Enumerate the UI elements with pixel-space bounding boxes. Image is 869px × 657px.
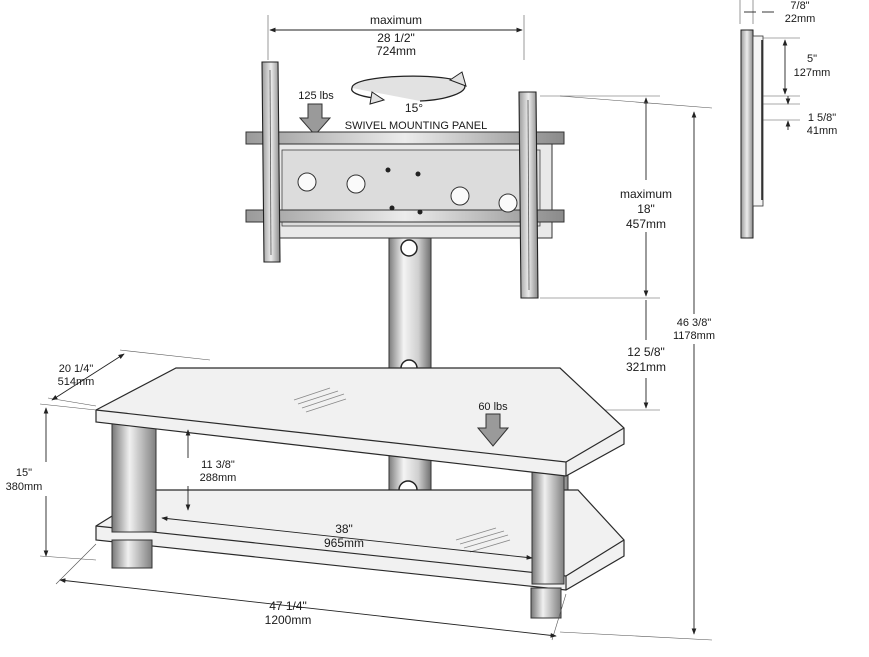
- total-width-mm: 1200mm: [265, 613, 312, 627]
- total-width-dimension: 47 1/4" 1200mm: [55, 543, 567, 641]
- shelf-gap-mm: 288mm: [200, 472, 237, 484]
- max-width-dimension: maximum 28 1/2" 724mm: [267, 13, 525, 60]
- total-height-mm: 1178mm: [673, 330, 715, 342]
- rotate-arrows-icon: [351, 71, 467, 105]
- inner-width-mm: 965mm: [324, 536, 364, 550]
- depth-mm: 514mm: [58, 376, 95, 388]
- shelf-height-dimension: 15" 380mm: [6, 403, 97, 561]
- total-width-inches: 47 1/4": [269, 599, 307, 613]
- offset-mm: 41mm: [807, 125, 838, 137]
- swivel-caption: SWIVEL MOUNTING PANEL: [345, 120, 487, 132]
- shelf-gap-inches: 11 3/8": [201, 459, 235, 471]
- depth-inches: 20 1/4": [59, 363, 94, 375]
- max-height-dimension: maximum 18" 457mm: [540, 95, 672, 299]
- total-height-inches: 46 3/8": [677, 317, 712, 329]
- hole-spacing-mm: 127mm: [794, 67, 831, 79]
- max-height-inches: 18": [637, 202, 655, 216]
- max-width-title: maximum: [370, 13, 422, 27]
- side-profile-bracket: 7/8" 22mm 5" 127mm 1 5/8" 41mm: [739, 0, 838, 239]
- side-depth-mm: 22mm: [785, 13, 816, 25]
- side-depth-inches: 7/8": [790, 0, 809, 12]
- max-width-inches: 28 1/2": [377, 31, 415, 45]
- down-arrow-icon: [476, 413, 510, 447]
- shelf-height-mm: 380mm: [6, 481, 43, 493]
- offset-inches: 1 5/8": [808, 112, 836, 124]
- shelf-height-inches: 15": [16, 467, 32, 479]
- panel-load-label: 125 lbs: [298, 90, 334, 102]
- panel-height-mm: 321mm: [626, 360, 666, 374]
- max-height-mm: 457mm: [626, 217, 666, 231]
- stand-body: [95, 367, 625, 619]
- inner-width-inches: 38": [335, 522, 353, 536]
- panel-height-dimension: 12 5/8" 321mm: [540, 300, 666, 411]
- hole-spacing-inches: 5": [807, 53, 817, 65]
- inner-width-dimension: 38" 965mm: [161, 516, 533, 560]
- shelf-gap-dimension: 11 3/8" 288mm: [185, 429, 237, 511]
- down-arrow-icon: [298, 103, 332, 136]
- depth-dimension: 20 1/4" 514mm: [47, 349, 211, 407]
- max-width-mm: 724mm: [376, 44, 416, 58]
- panel-height-inches: 12 5/8": [627, 345, 665, 359]
- swivel-angle: 15°: [405, 101, 423, 115]
- mounting-panel: [245, 61, 565, 299]
- shelf-load-label: 60 lbs: [478, 401, 508, 413]
- total-height-dimension: 46 3/8" 1178mm: [559, 95, 715, 641]
- max-height-title: maximum: [620, 187, 672, 201]
